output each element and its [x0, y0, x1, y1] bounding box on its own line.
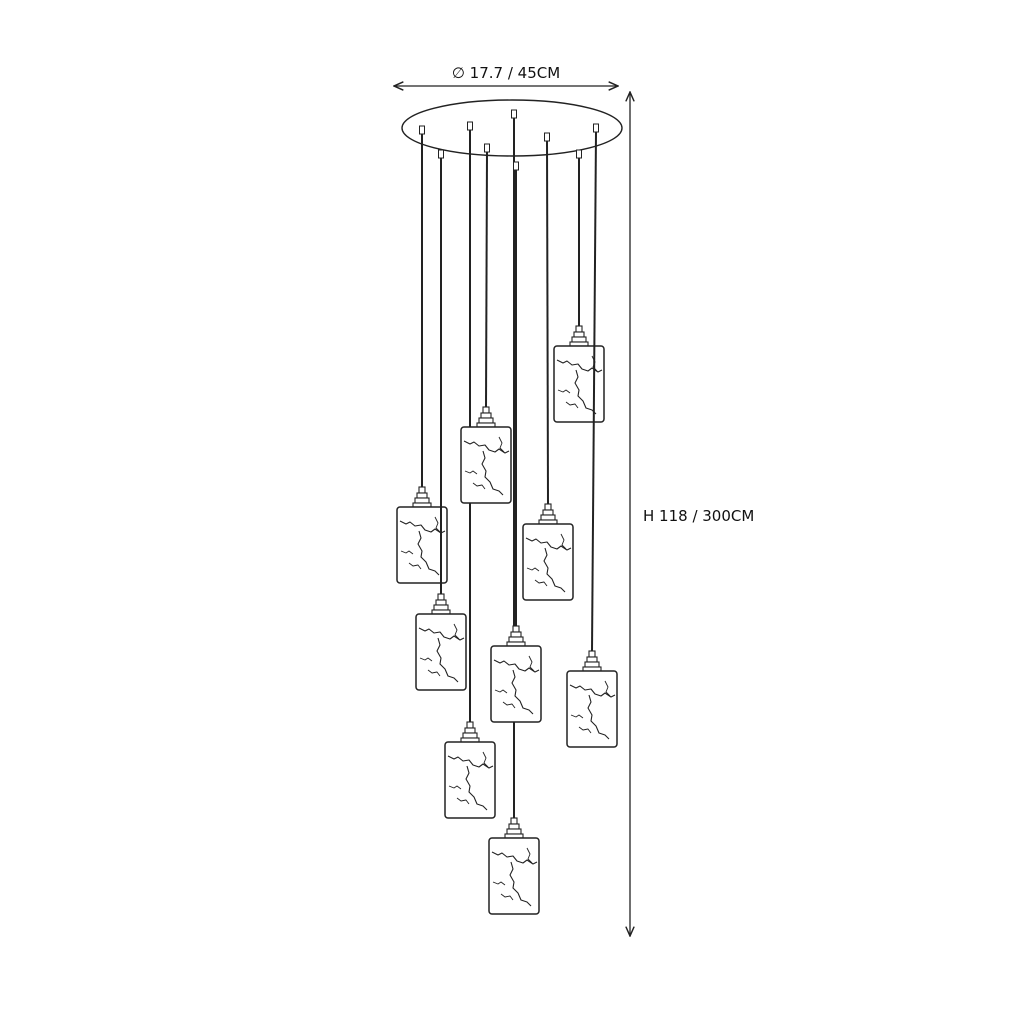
glass-shade	[522, 523, 574, 601]
glass-shade	[488, 837, 540, 915]
glass-shade	[396, 506, 448, 584]
marble-vein	[569, 684, 616, 740]
pendant-cable	[591, 131, 597, 652]
socket-step	[573, 331, 585, 338]
socket-step	[571, 336, 587, 343]
pendant-lamp	[522, 132, 574, 601]
glass-shade	[553, 345, 605, 423]
height-dimension: H 118 / 300CM	[630, 92, 754, 936]
socket-step	[433, 604, 449, 611]
glass-shade	[444, 741, 496, 819]
pendant-lamp	[415, 149, 467, 691]
pendant-cable	[546, 140, 549, 505]
glass-shade	[460, 426, 512, 504]
pendant-lamp	[444, 121, 496, 819]
socket-step	[512, 625, 520, 633]
socket-step	[508, 823, 520, 830]
pendant-lamp	[490, 161, 542, 723]
socket-step	[466, 721, 474, 729]
cable-connector	[467, 121, 473, 131]
marble-vein	[447, 755, 494, 811]
cable-connector	[484, 143, 490, 153]
socket-step	[478, 417, 494, 424]
diameter-dimension: ∅ 17.7 / 45CM	[394, 64, 618, 86]
pendant-lamp	[396, 125, 448, 584]
marble-vein	[493, 659, 540, 715]
marble-vein-detail	[419, 623, 460, 677]
marble-vein	[491, 851, 538, 907]
pendant-cable	[485, 151, 488, 408]
socket-step	[584, 661, 600, 668]
pendant-group	[396, 109, 618, 915]
cable-connector	[593, 123, 599, 133]
socket-step	[586, 656, 598, 663]
socket-step	[482, 406, 490, 414]
marble-vein-detail	[448, 751, 489, 805]
cable-connector	[438, 149, 444, 159]
cable-connector	[513, 161, 519, 171]
marble-vein-detail	[492, 847, 533, 901]
marble-vein	[463, 440, 510, 496]
cable-connector	[544, 132, 550, 142]
marble-vein-detail	[464, 436, 505, 490]
socket-step	[575, 325, 583, 333]
canopy-plate	[401, 99, 623, 157]
cable-connector	[419, 125, 425, 135]
pendant-lamp	[460, 143, 512, 504]
socket-step	[588, 650, 596, 658]
socket-step	[414, 497, 430, 504]
socket-step	[508, 636, 524, 643]
cable-connector	[511, 109, 517, 119]
socket-step	[510, 817, 518, 825]
socket-step	[540, 514, 556, 521]
glass-shade	[415, 613, 467, 691]
marble-vein	[525, 537, 572, 593]
socket-step	[416, 492, 428, 499]
socket-step	[510, 631, 522, 638]
marble-vein-detail	[526, 533, 567, 587]
socket-step	[480, 412, 492, 419]
glass-shade	[566, 670, 618, 748]
socket-step	[544, 503, 552, 511]
marble-vein-detail	[400, 516, 441, 570]
socket-step	[437, 593, 445, 601]
cable-connector	[576, 149, 582, 159]
marble-vein	[399, 520, 446, 576]
glass-shade	[490, 645, 542, 723]
socket-step	[418, 486, 426, 494]
marble-vein	[418, 627, 465, 683]
ceiling-canopy	[401, 99, 623, 157]
marble-vein-detail	[570, 680, 611, 734]
marble-vein-detail	[494, 655, 535, 709]
socket-step	[506, 828, 522, 835]
pendant-lamp	[488, 109, 540, 915]
pendant-lamp	[566, 123, 618, 748]
pendant-lamp	[553, 149, 605, 423]
height-label: H 118 / 300CM	[643, 507, 754, 525]
socket-step	[542, 509, 554, 516]
diameter-label: ∅ 17.7 / 45CM	[452, 64, 560, 82]
socket-step	[464, 727, 476, 734]
socket-step	[435, 599, 447, 606]
socket-step	[462, 732, 478, 739]
